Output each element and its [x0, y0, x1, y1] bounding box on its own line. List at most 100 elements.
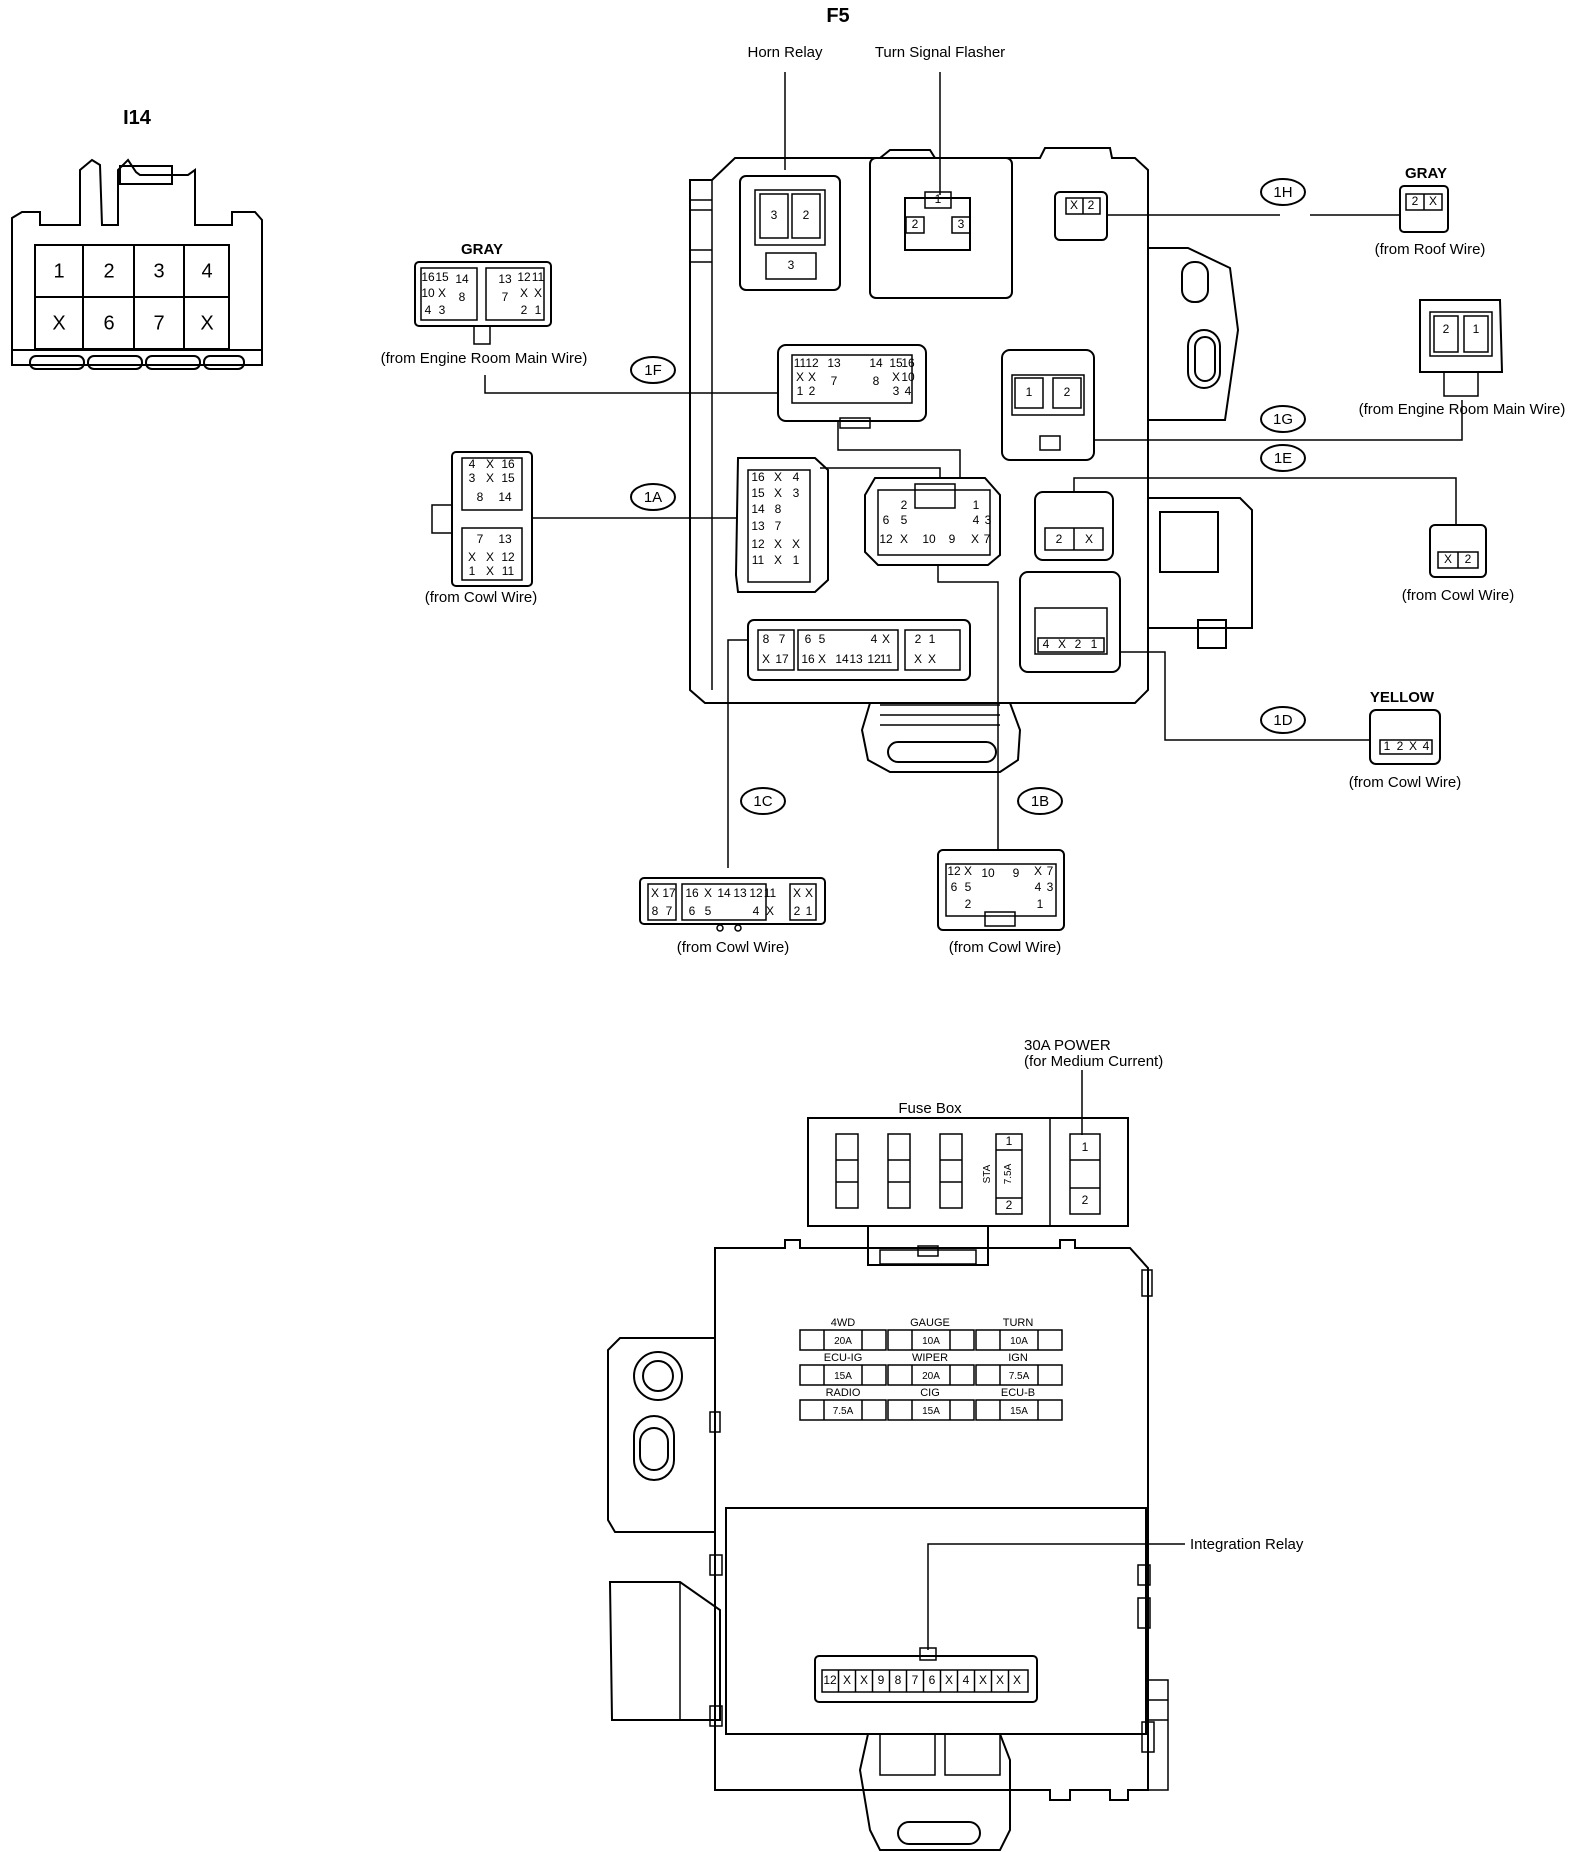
leader-1c: [727, 639, 748, 868]
fuse-name: CIG: [920, 1387, 940, 1399]
i14-pins: 1 2 3 4 X 6 7 X: [52, 260, 213, 334]
connector-1b-socket: 2 6 5 12 X 10 9 X 7 1 4 3: [864, 477, 1001, 566]
wire-source-1h: (from Roof Wire): [1375, 241, 1486, 258]
integration-relay-leader: [927, 1543, 1185, 1650]
1c-ext-pin: 5: [705, 904, 712, 918]
fuse-box-label: Fuse Box: [898, 1100, 962, 1117]
leader-1e: [1073, 477, 1457, 525]
1c-socket-pin: X: [882, 632, 890, 646]
connector-1a-external: 4 X 16 3 X 15 8 14 7 13 X X 12 1 X 11: [431, 451, 533, 587]
1f-ext-pin: 3: [439, 303, 446, 317]
1f-ext-pin: X: [438, 286, 446, 300]
fuse-amp: 15A: [834, 1371, 852, 1382]
1d-ext-pin: 4: [1423, 739, 1430, 753]
leader-1b: [937, 565, 999, 850]
1a-ext-pin: 4: [469, 457, 476, 471]
horn-pin: 3: [771, 208, 778, 222]
fuse-amp: 7.5A: [1009, 1371, 1030, 1382]
fuse: [799, 1399, 887, 1421]
1b-socket-pin: 3: [985, 513, 992, 527]
1c-socket-pin: 11: [880, 652, 893, 666]
callout-1e-label: 1E: [1274, 450, 1292, 467]
fuse-amp: 7.5A: [833, 1406, 854, 1417]
callout-1g-label: 1G: [1273, 411, 1293, 428]
horn-relay-label: Horn Relay: [747, 44, 823, 61]
1d-socket-pin: 1: [1091, 637, 1098, 651]
integration-relay-pin: X: [843, 1673, 851, 1687]
fuse-amp: 10A: [1010, 1336, 1028, 1347]
1b-ext-pin: 12: [947, 864, 961, 878]
1f-ext-pin: 16: [421, 270, 435, 284]
1a-socket-pin: 3: [793, 486, 800, 500]
1f-ext-pin: X: [520, 286, 528, 300]
fuse-name: GAUGE: [910, 1317, 950, 1329]
1c-ext-pin: X: [766, 904, 774, 918]
1a-ext-pin: 8: [477, 490, 484, 504]
power-pin: 2: [1082, 1193, 1089, 1207]
1b-ext-pin: 2: [965, 897, 972, 911]
1b-ext-pin: X: [964, 864, 972, 878]
1c-ext-pin: 4: [753, 904, 760, 918]
i14-pin: 7: [153, 312, 164, 334]
1a-socket-pin: X: [774, 486, 782, 500]
1b-socket-pin: 9: [949, 532, 956, 546]
1c-ext-pin: X: [793, 886, 801, 900]
1b-socket-pin: 7: [984, 532, 991, 546]
1a-socket-pin: 11: [752, 553, 765, 567]
connector-1g-socket: 1 2: [1001, 349, 1095, 461]
1c-ext-pin: 16: [685, 886, 699, 900]
1f-ext-pin: 10: [421, 286, 435, 300]
1c-ext-pin: 12: [749, 886, 763, 900]
i14-pin: 3: [153, 260, 164, 282]
1f-ext-pin: 1: [535, 303, 542, 317]
1b-ext-pin: 10: [981, 866, 995, 880]
callout-1b-label: 1B: [1031, 793, 1049, 810]
1b-ext-pin: X: [1034, 864, 1042, 878]
integration-relay-pin: 8: [895, 1673, 902, 1687]
1b-ext-pin: 6: [951, 880, 958, 894]
1e-ext-pin: 2: [1465, 552, 1472, 566]
1a-ext-pin: 1: [469, 564, 476, 578]
1a-socket-pin: X: [774, 553, 782, 567]
1c-socket-pin: 8: [763, 632, 770, 646]
1g-socket-pin: 1: [1026, 385, 1033, 399]
1b-socket-pin: 5: [901, 513, 908, 527]
fuse-amp: 20A: [922, 1371, 940, 1382]
1b-ext-pin: 9: [1013, 866, 1020, 880]
1f-socket-pin: X: [892, 370, 900, 384]
connector-i14: [11, 158, 263, 370]
1c-socket-pin: 13: [849, 652, 863, 666]
1c-socket-pin: 1: [929, 632, 936, 646]
connector-1e-socket: 2 X: [1034, 491, 1114, 561]
i14-pin: X: [52, 312, 65, 334]
1a-socket-pin: 12: [751, 537, 765, 551]
color-gray-1h: GRAY: [1405, 165, 1447, 182]
integration-relay-pin: 4: [963, 1673, 970, 1687]
callout-1b: [1017, 787, 1063, 815]
integration-relay-connector: [814, 1647, 1038, 1703]
1a-socket-pin: 1: [793, 553, 800, 567]
1a-socket-pin: 7: [775, 519, 782, 533]
integration-relay-pin: 6: [929, 1673, 936, 1687]
sta-pin: 2: [1006, 1198, 1013, 1212]
integration-relay-pin: X: [979, 1673, 987, 1687]
wire-source-1f: (from Engine Room Main Wire): [381, 350, 588, 367]
connector-1b-external: 12 X 10 9 X 7 6 5 4 3 2 1: [937, 849, 1065, 931]
wire-source-1b: (from Cowl Wire): [949, 939, 1062, 956]
horn-relay: 3 2 3: [739, 175, 841, 291]
sta-pin: 1: [1006, 1134, 1013, 1148]
integration-relay-pin: 12: [823, 1673, 837, 1687]
1c-ext-pin: 6: [689, 904, 696, 918]
fuse: [975, 1329, 1063, 1351]
1c-ext-pin: 11: [764, 886, 777, 900]
1c-socket-pin: 2: [915, 632, 922, 646]
1f-socket-pin: 11: [794, 356, 807, 370]
1f-socket-pin: 14: [869, 356, 883, 370]
leader-1d: [1120, 651, 1370, 741]
1f-socket-pin: 8: [873, 374, 880, 388]
callout-1c-label: 1C: [753, 793, 772, 810]
1d-socket-pin: X: [1058, 637, 1066, 651]
